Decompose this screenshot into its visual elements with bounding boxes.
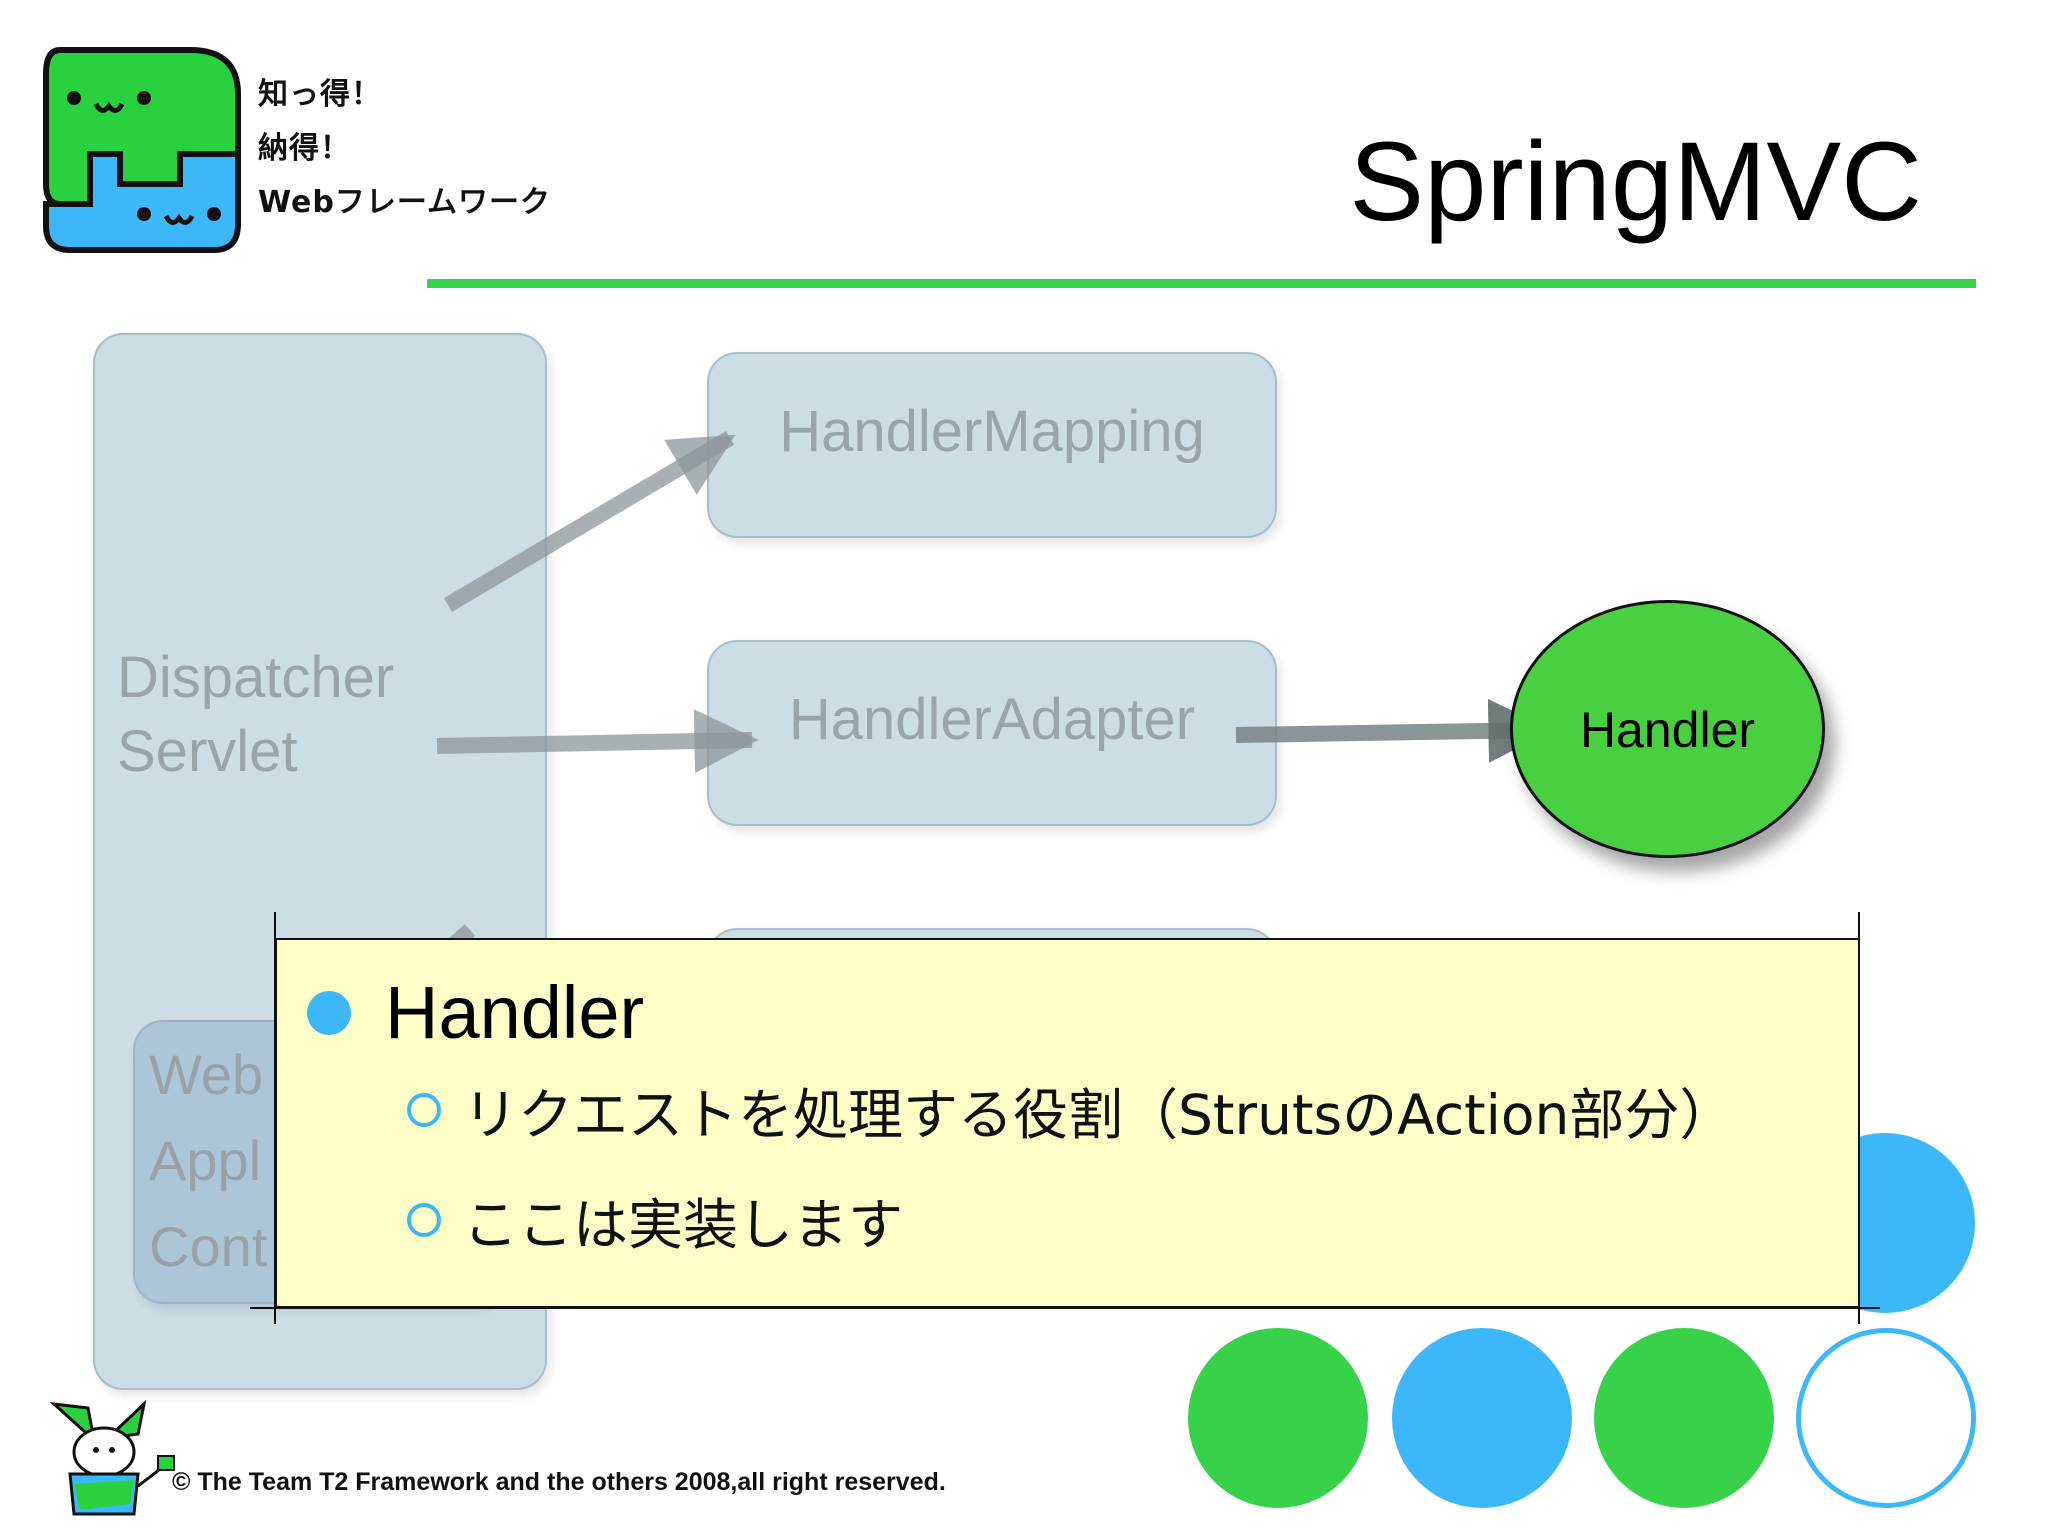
logo-line-1: 知っ得！ (258, 77, 382, 112)
handler-mapping-box: HandlerMapping (707, 352, 1277, 538)
callout-heading-row: Handler (307, 970, 644, 1055)
callout-box: Handler リクエストを処理する役割（StrutsのAction部分） ここ… (275, 938, 1860, 1308)
deco-circle-blue (1392, 1328, 1572, 1508)
deco-circle-green (1188, 1328, 1368, 1508)
handler-node: Handler (1510, 600, 1825, 858)
callout-item-text: リクエストを処理する役割（StrutsのAction部分） (463, 1083, 1735, 1147)
callout-item-text: ここは実装します (463, 1193, 904, 1257)
copyright-text: © The Team T2 Framework and the others 2… (172, 1468, 946, 1496)
logo-line-2: 納得！ (258, 131, 351, 166)
callout-item: リクエストを処理する役割（StrutsのAction部分） (407, 1070, 1734, 1150)
handler-node-label: Handler (1579, 702, 1756, 758)
callout-heading: Handler (385, 971, 645, 1054)
handler-adapter-label: HandlerAdapter (788, 687, 1196, 752)
dispatcher-servlet-label: Dispatcher Servlet (117, 645, 395, 784)
callout-item: ここは実装します (407, 1180, 903, 1260)
web-app-context-label: Web Appl Cont (149, 1043, 268, 1278)
logo-mark (43, 47, 241, 253)
deco-circle-outline (1796, 1328, 1976, 1508)
crop-mark (1858, 912, 1860, 1324)
slide-title: SpringMVC (1349, 119, 1922, 244)
arrow-to-handler (1235, 698, 1553, 763)
bullet-ring-icon (407, 1093, 441, 1127)
handler-mapping-label: HandlerMapping (779, 399, 1205, 464)
mascot-icon (49, 1400, 175, 1516)
arrow-to-handler-adapter (436, 709, 759, 774)
title-rule (427, 279, 1976, 288)
crop-mark (250, 1307, 1880, 1309)
deco-circle-green (1594, 1328, 1774, 1508)
logo-line-3: Webフレームワーク (258, 185, 551, 220)
logo-text: 知っ得！ 納得！ Webフレームワーク (258, 68, 551, 230)
bullet-ring-icon (407, 1203, 441, 1237)
arrow-to-handler-mapping (443, 431, 736, 612)
bullet-dot-icon (307, 990, 351, 1035)
crop-mark (274, 912, 276, 1324)
